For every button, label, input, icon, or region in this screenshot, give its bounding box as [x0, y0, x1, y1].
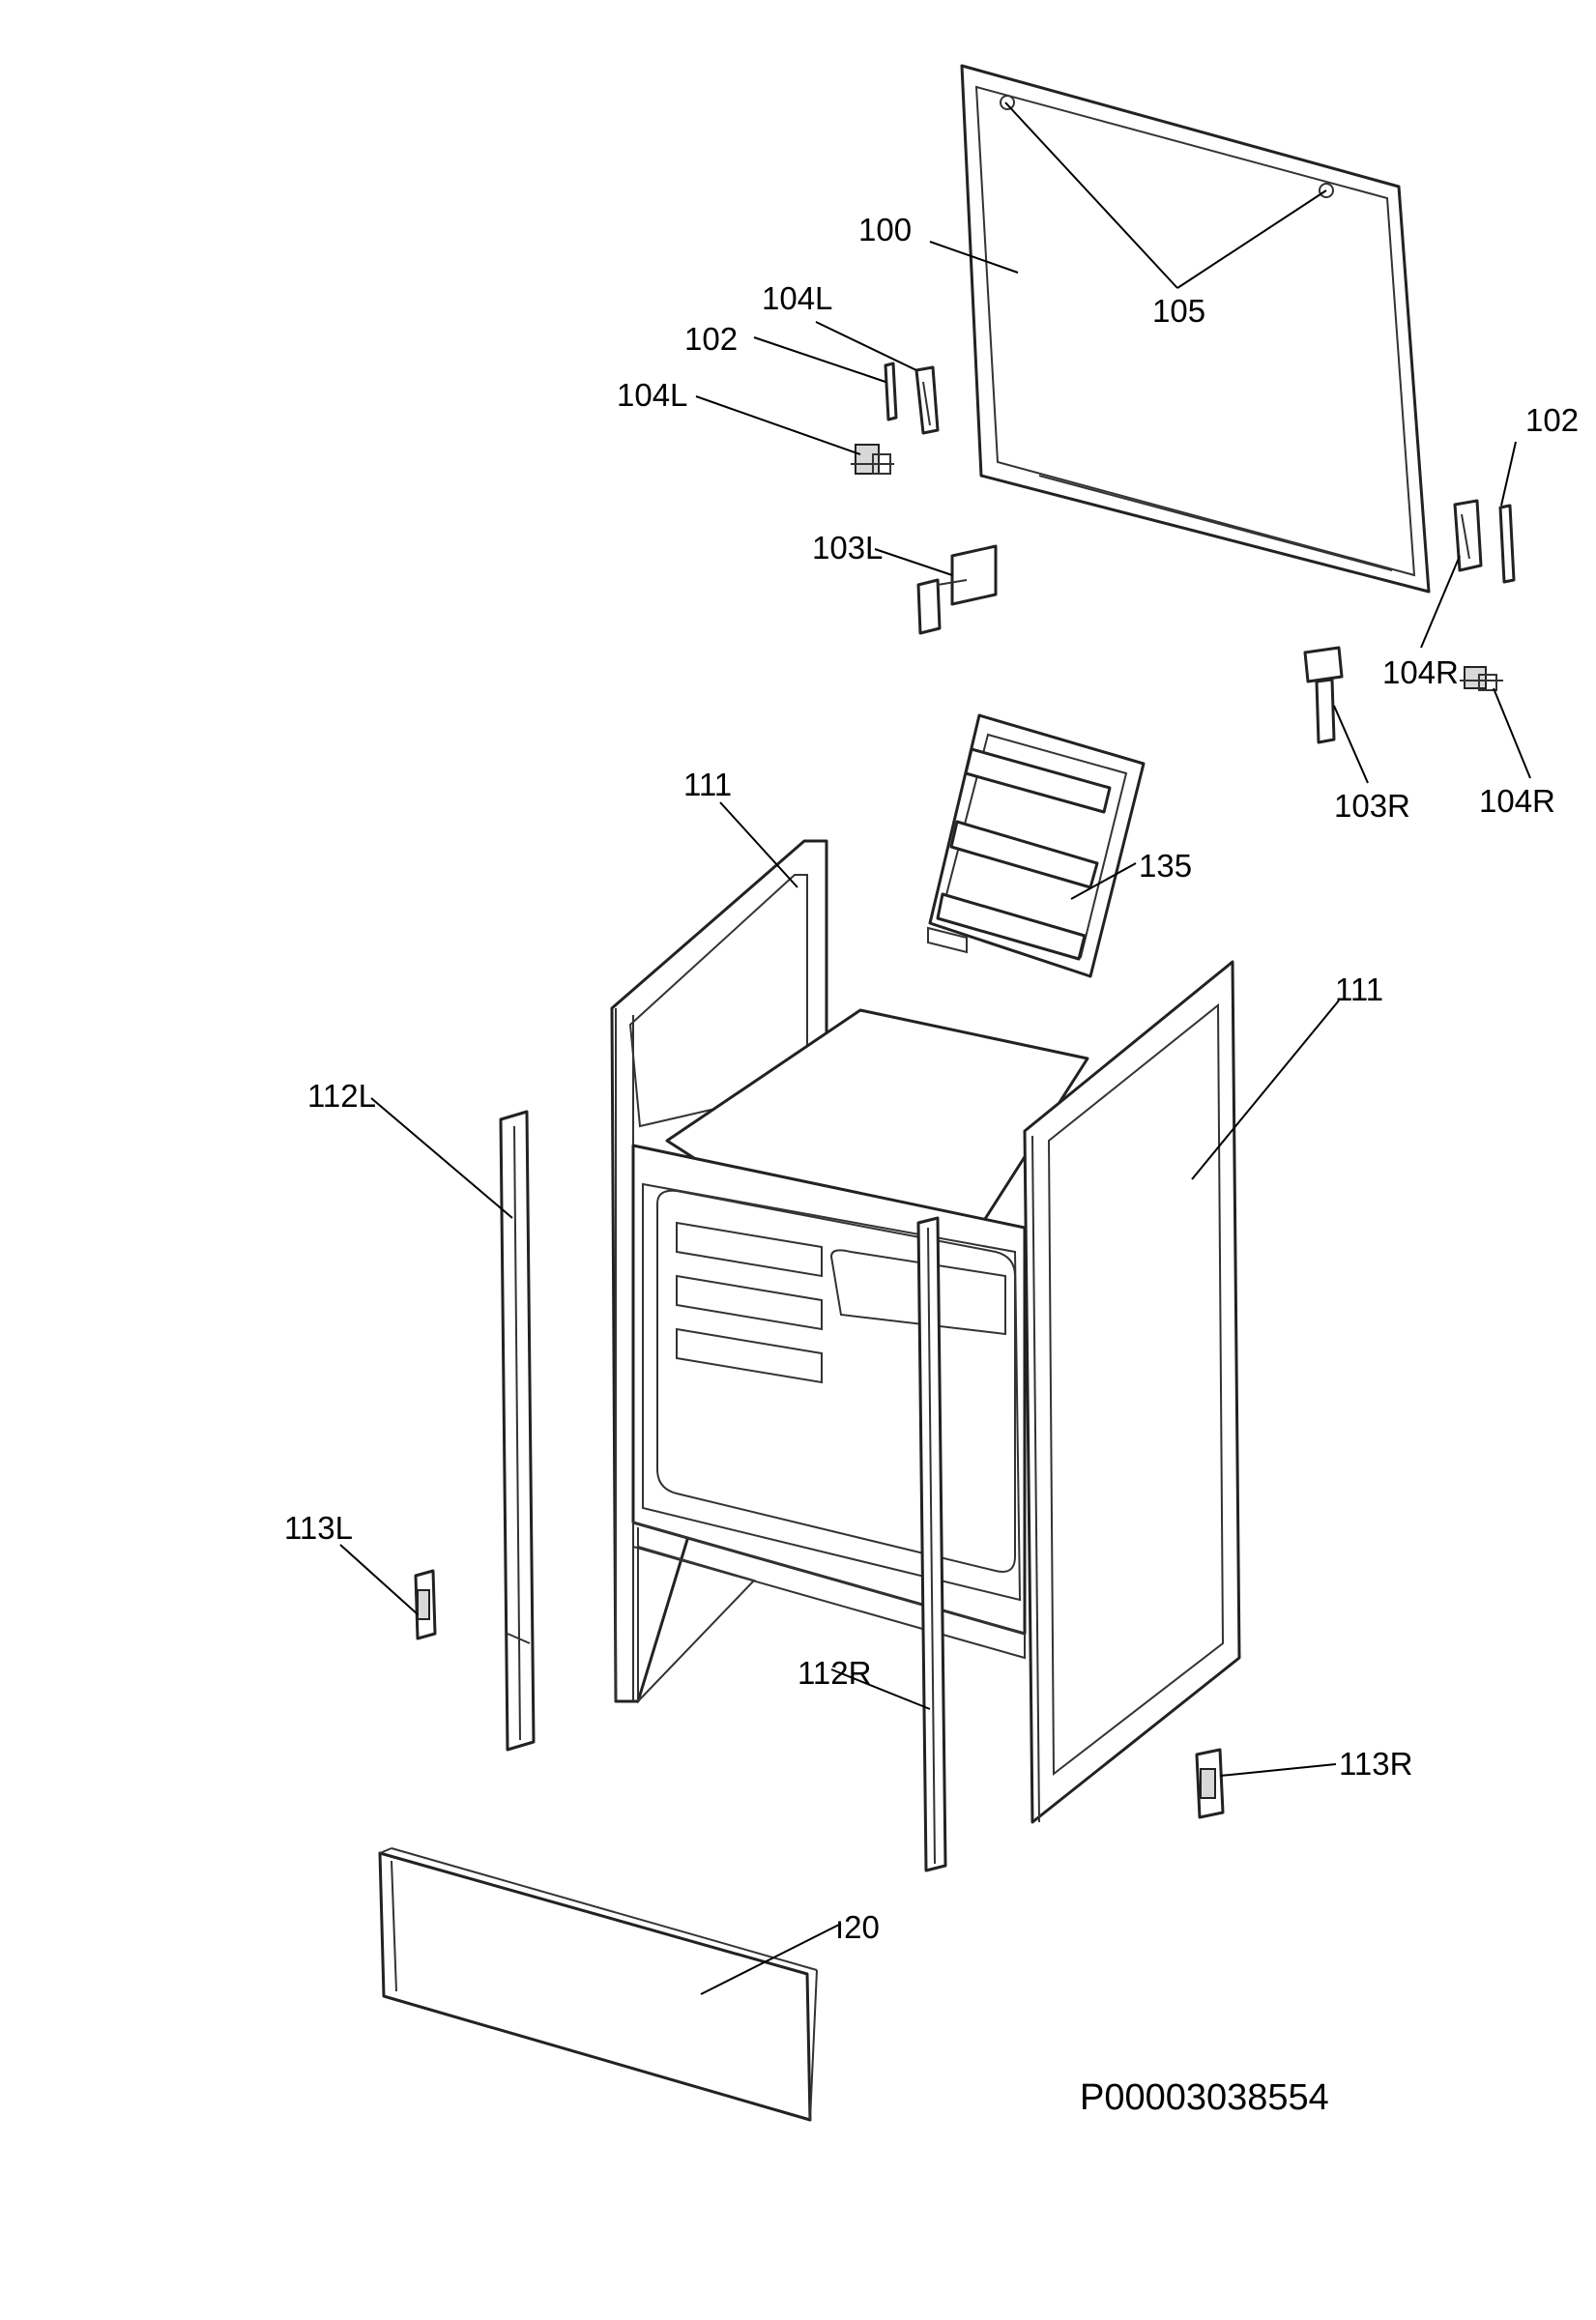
label-135: 135: [1139, 848, 1192, 884]
part-112l-left-strip: [499, 1110, 536, 1752]
part-104l-hinge-cover: [914, 365, 940, 435]
label-111-right: 111: [1335, 972, 1383, 1007]
label-104r-mid: 104R: [1382, 654, 1459, 690]
part-111-right-side-panel: [1023, 960, 1241, 1824]
part-103r-bracket: [1303, 646, 1344, 744]
part-135-rear-panel: [927, 713, 1146, 978]
part-113r-bracket: [1195, 1748, 1225, 1819]
part-102-right-strip: [1498, 504, 1516, 584]
label-104r-bottom: 104R: [1479, 783, 1555, 819]
label-102-left: 102: [684, 321, 738, 357]
leader-lines: [339, 102, 1531, 1995]
label-104l-top: 104L: [762, 280, 832, 316]
document-id: P00003038554: [1080, 2077, 1329, 2118]
part-labels: 100 105 104L 102 104L 103L 102 104R 103R…: [284, 212, 1579, 1945]
label-102-right: 102: [1525, 402, 1579, 438]
part-104r-hinge: [1460, 666, 1503, 691]
label-100: 100: [858, 212, 912, 247]
label-103r: 103R: [1334, 788, 1410, 824]
label-112l: 112L: [307, 1078, 376, 1114]
part-104r-hinge-cover: [1453, 499, 1483, 572]
label-103l: 103L: [812, 530, 883, 566]
part-103l-bracket: [916, 544, 998, 635]
label-113l: 113L: [284, 1510, 353, 1546]
label-104l-mid: 104L: [617, 377, 687, 413]
part-104l-hinge: [851, 444, 894, 475]
label-113r: 113R: [1339, 1746, 1412, 1782]
part-100-top-panel: [960, 64, 1431, 594]
label-111-left: 111: [683, 767, 732, 802]
part-120-plinth: [378, 1847, 818, 2122]
label-105: 105: [1152, 293, 1205, 329]
label-112r: 112R: [798, 1655, 871, 1691]
part-102-left-strip: [884, 362, 898, 421]
label-120: ı20: [835, 1909, 880, 1945]
part-113l-bracket: [414, 1569, 437, 1640]
